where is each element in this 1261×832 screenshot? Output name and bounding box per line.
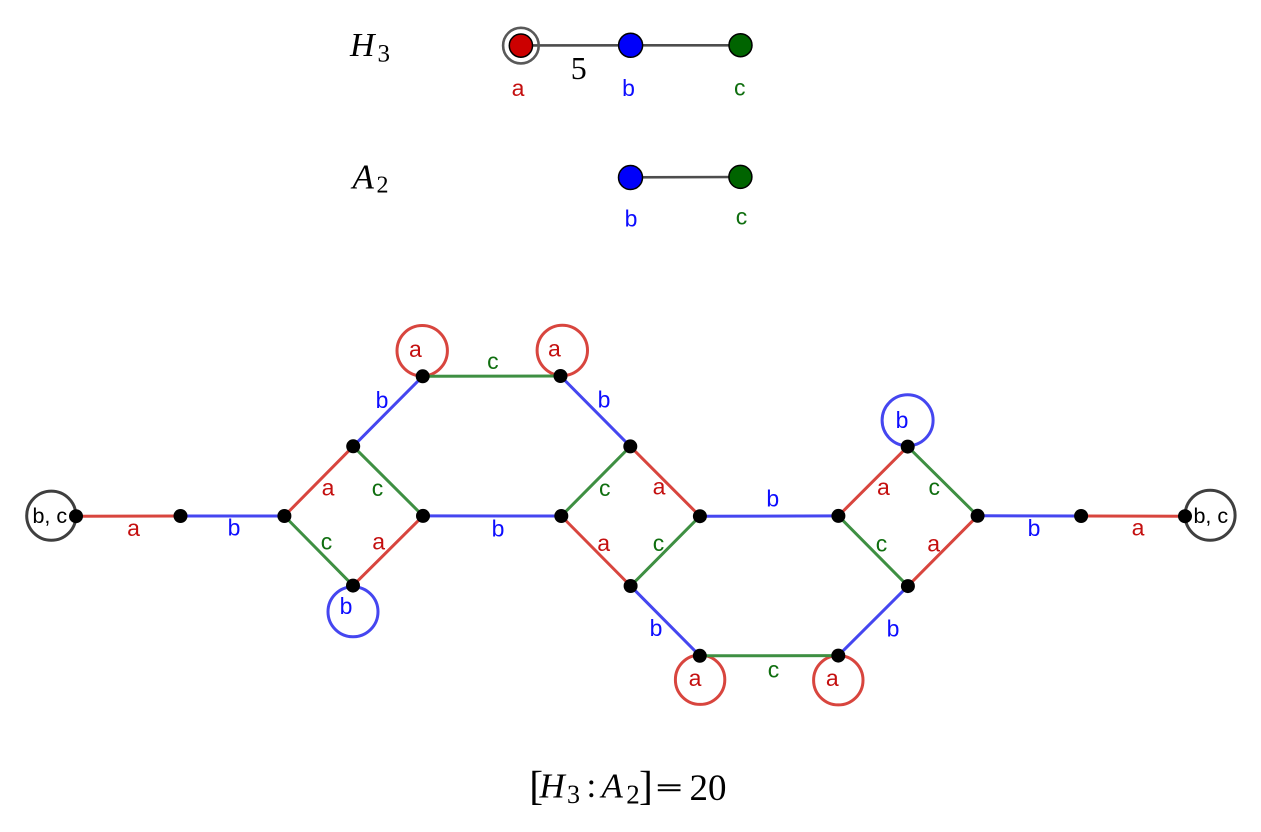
svg-text:20: 20 [690,768,727,809]
svg-text:a: a [127,515,140,541]
svg-text:c: c [736,204,748,230]
svg-text:c: c [876,531,888,557]
svg-text:a: a [689,665,702,691]
svg-text:c: c [321,529,333,555]
svg-text:a: a [597,530,610,556]
svg-text:b: b [622,75,635,101]
svg-text:b: b [625,206,638,232]
svg-text:a: a [653,474,666,500]
svg-text:c: c [768,657,780,683]
svg-text:b: b [650,615,663,641]
svg-text:]: ] [639,763,653,809]
svg-text:A: A [351,158,375,197]
svg-text:b: b [228,515,241,541]
svg-text:a: a [322,475,335,501]
svg-text:c: c [599,475,611,501]
svg-text:b: b [766,485,779,511]
svg-text:b: b [376,387,389,413]
svg-text:b, c: b, c [32,504,67,528]
svg-text:a: a [512,75,525,101]
svg-text:a: a [927,531,940,557]
svg-text:a: a [826,665,839,691]
svg-text:a: a [409,336,422,362]
svg-text:H: H [349,27,377,64]
svg-text:[: [ [529,763,543,809]
svg-text:c: c [372,475,384,501]
svg-text:a: a [372,529,385,555]
svg-text:3: 3 [567,780,580,809]
svg-text:A: A [600,767,624,806]
svg-text:b: b [340,593,353,619]
svg-text:a: a [877,474,890,500]
svg-text:2: 2 [626,780,640,810]
svg-text:b: b [598,387,611,413]
svg-text:c: c [487,348,499,374]
svg-text:c: c [929,474,941,500]
svg-text:a: a [548,336,561,362]
svg-text:H: H [539,767,567,806]
svg-text:a: a [1132,515,1145,541]
svg-text:b: b [1028,515,1041,541]
svg-text:b: b [887,616,900,642]
svg-text:c: c [734,75,746,101]
svg-text:2: 2 [377,173,389,199]
svg-text:b: b [896,407,909,433]
svg-text:b: b [492,515,505,541]
svg-text:c: c [653,530,665,556]
svg-text:b, c: b, c [1193,504,1228,528]
svg-text::: : [587,766,597,805]
svg-text:3: 3 [378,41,391,68]
svg-text:5: 5 [571,50,587,86]
